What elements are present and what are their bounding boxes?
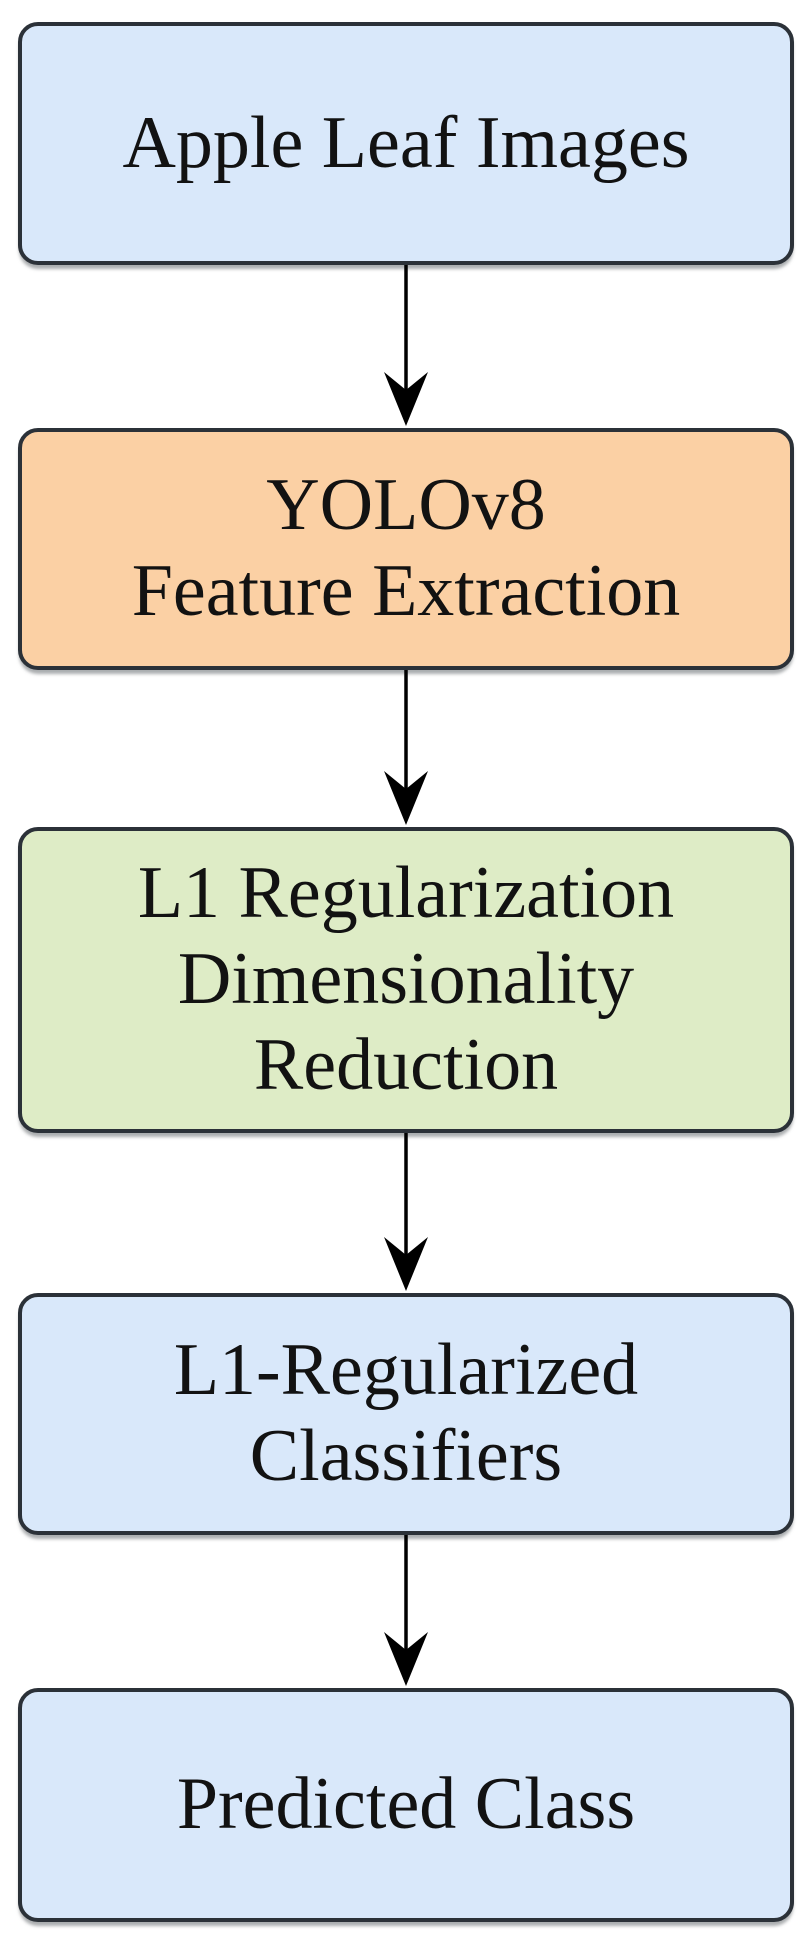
node-label: Classifiers (249, 1415, 563, 1497)
node-l1-regularized-classifiers: L1-Regularized Classifiers (18, 1293, 794, 1535)
node-label: Predicted Class (176, 1763, 636, 1846)
flow-arrow-icon (384, 265, 428, 426)
node-label: L1-Regularized (173, 1329, 639, 1412)
flow-arrow-icon (384, 1133, 428, 1291)
node-predicted-class: Predicted Class (18, 1688, 794, 1922)
flow-arrow-icon (384, 1535, 428, 1686)
node-l1-regularization-dimensionality-reduction: L1 Regularization Dimensionality Reducti… (18, 827, 794, 1133)
node-label: L1 Regularization (137, 852, 675, 935)
node-label: Apple Leaf Images (122, 101, 690, 184)
node-yolov8-feature-extraction: YOLOv8 Feature Extraction (18, 428, 794, 670)
flow-arrow-icon (384, 670, 428, 825)
node-apple-leaf-images: Apple Leaf Images (18, 22, 794, 265)
node-label: Reduction (253, 1023, 559, 1106)
node-label: Dimensionality (177, 938, 635, 1021)
node-label: YOLOv8 (266, 464, 546, 547)
node-label: Feature Extraction (131, 550, 681, 632)
